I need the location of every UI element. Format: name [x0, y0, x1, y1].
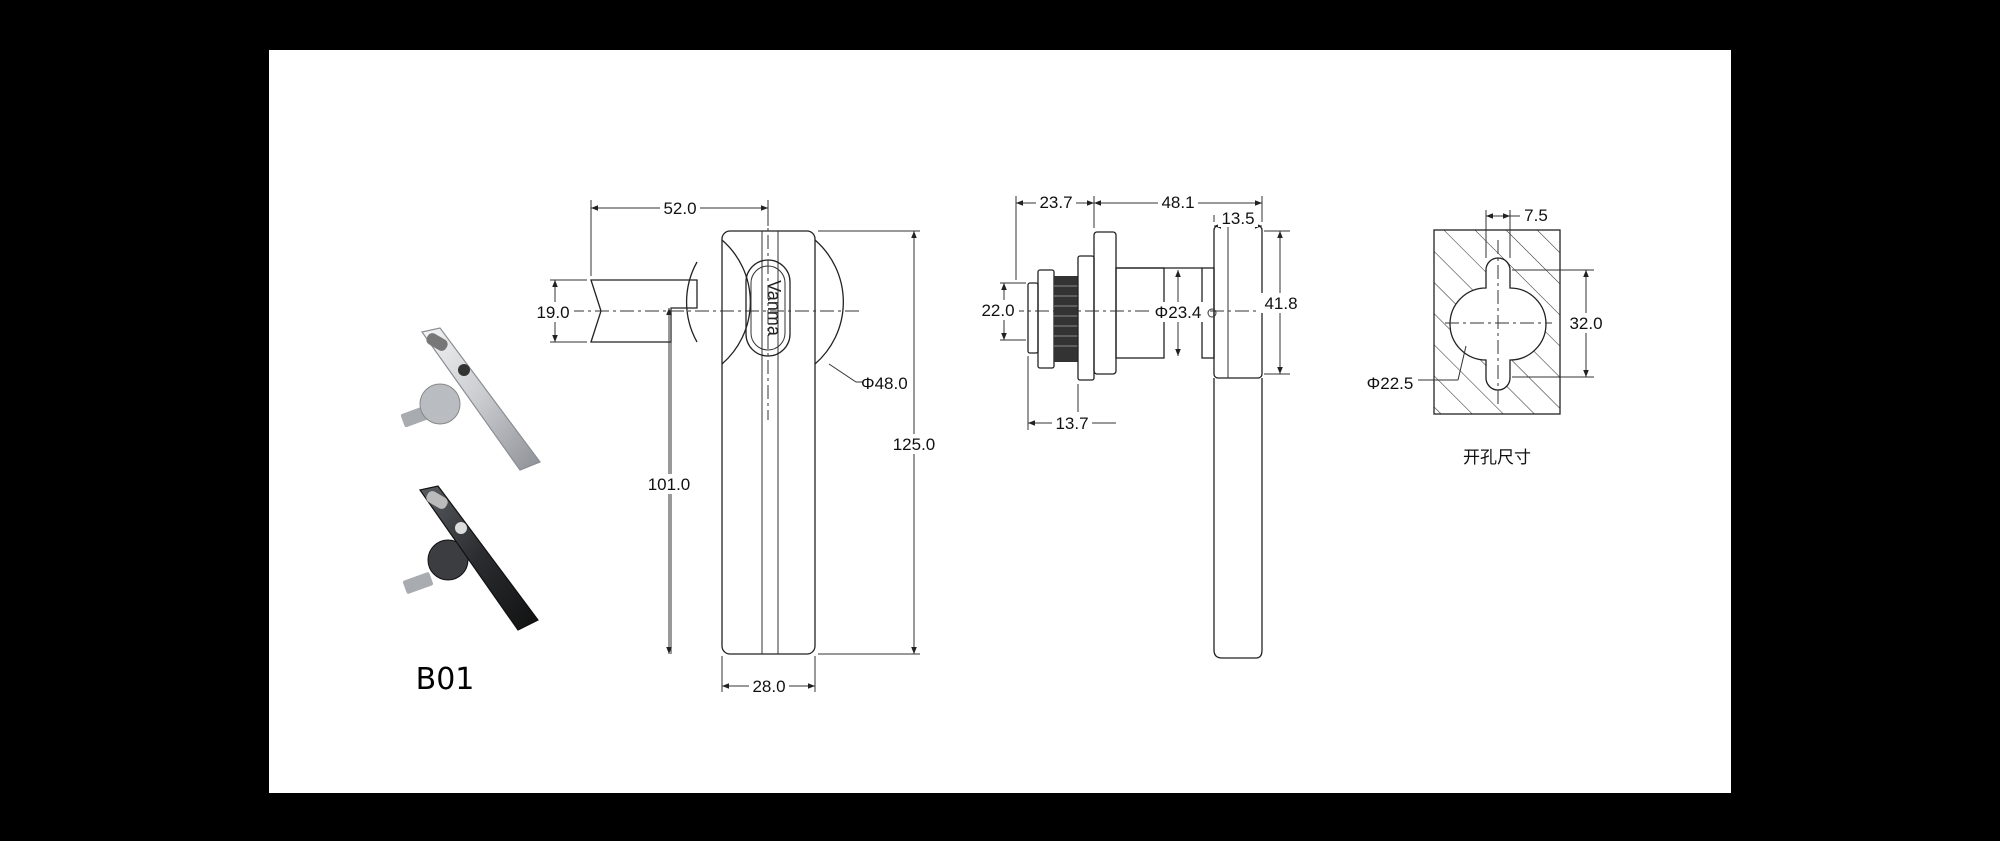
side-view-dimensions: 23.7 48.1 13.5 22.0 Φ23.4 41.8 13.7	[979, 192, 1302, 433]
dim-7-5: 7.5	[1524, 206, 1548, 225]
dim-13-7: 13.7	[1055, 414, 1088, 433]
side-view	[1010, 225, 1290, 659]
model-label: B01	[416, 662, 475, 697]
dim-phi48: Φ48.0	[861, 374, 908, 393]
cutout-caption: 开孔尺寸	[1463, 448, 1531, 468]
dim-19: 19.0	[536, 303, 569, 322]
dim-13-5: 13.5	[1221, 209, 1254, 228]
front-view: Vanma	[570, 210, 860, 655]
product-photo-black	[403, 485, 539, 631]
dim-52: 52.0	[663, 199, 696, 218]
dim-23-7: 23.7	[1039, 193, 1072, 212]
dim-101: 101.0	[648, 475, 691, 494]
dim-125: 125.0	[893, 435, 936, 454]
front-view-dimensions: 52.0 19.0 Φ48.0 101.0 125.0 28.0	[534, 196, 938, 696]
dim-22: 22.0	[981, 301, 1014, 320]
dim-48-1: 48.1	[1161, 193, 1194, 212]
cutout-view-dimensions: 7.5 32.0 Φ22.5	[1367, 206, 1608, 393]
dim-phi23-4: Φ23.4	[1155, 303, 1202, 322]
dim-41-8: 41.8	[1264, 294, 1297, 313]
dim-32: 32.0	[1569, 314, 1602, 333]
product-photo-silver	[400, 327, 541, 471]
dim-28: 28.0	[752, 677, 785, 696]
drawing-sheet	[269, 50, 1731, 793]
dim-phi22-5: Φ22.5	[1367, 374, 1414, 393]
brand-mark: Vanma	[764, 280, 784, 337]
cutout-view	[1433, 229, 1561, 415]
